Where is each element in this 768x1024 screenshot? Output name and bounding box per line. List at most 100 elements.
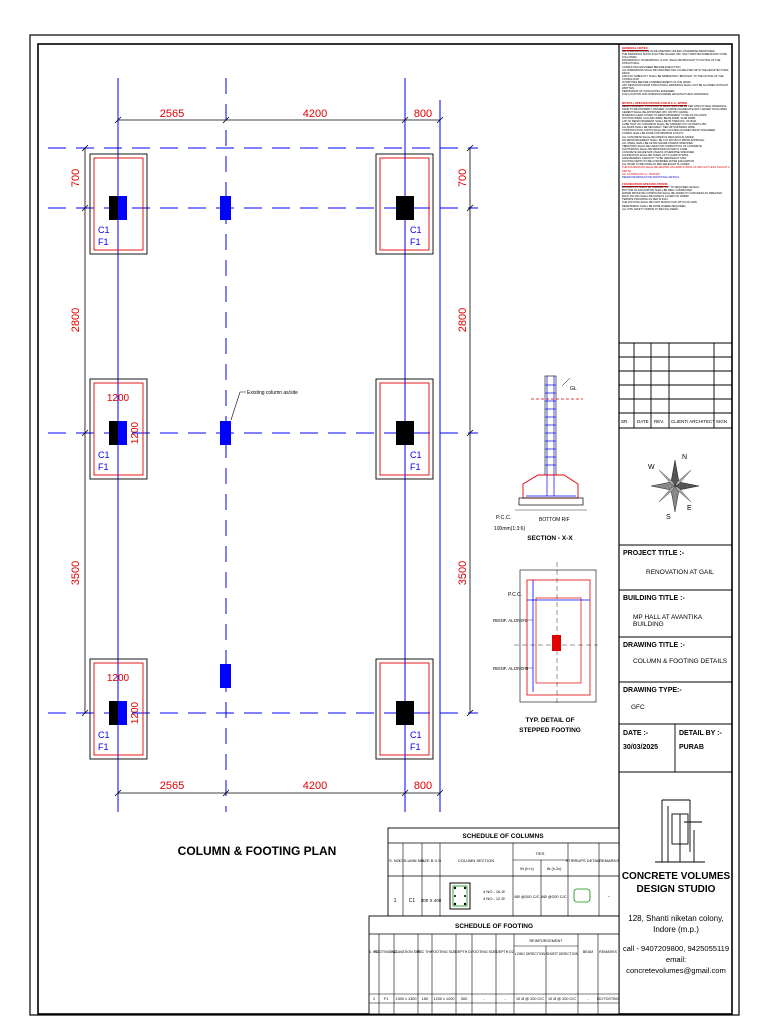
- footing-right-row1: C1 F1: [375, 153, 434, 255]
- general-note-line: FOR LOCATION AND OPENINGS REFER ARCHITEC…: [622, 93, 710, 97]
- col-hdr-sno: S. NO.: [389, 858, 401, 863]
- drawing-type-value: GFC: [631, 704, 645, 711]
- col-bars-1: 4 NO.- 16 Ø: [483, 889, 505, 894]
- dim-top-3: 800: [414, 108, 432, 120]
- dim-bottom-1: 2565: [160, 780, 184, 792]
- foundation-note-line: THE FOOTING SHALL BE CAST MONOLITHIC WIT…: [622, 201, 698, 205]
- footing-left-row3: 1200 1200 C1 F1: [89, 658, 148, 760]
- firm-address-line-2: Indore (m.p.): [653, 925, 699, 934]
- ft-hdr-2: EXCAVATION SIZE: [390, 950, 422, 954]
- general-notes: GENERAL NOTES ALL DIMENSIONS ARE IN MILL…: [622, 47, 730, 211]
- firm-name: CONCRETE VOLUMES DESIGN STUDIO: [620, 870, 732, 896]
- stepped-title-2: STEPPED FOOTING: [519, 727, 581, 734]
- stepped-pcc-label: P.C.C.: [508, 592, 522, 598]
- general-note-line: ALL DIMENSIONS ARE IN MILLIMETERS UNLESS…: [622, 50, 716, 54]
- general-note-line: THE DRAWINGS SHOULD NOT BE SCALED OFF. O…: [622, 53, 728, 60]
- col-cell-sno: 1: [394, 898, 397, 904]
- col-hdr-remarks: REMARKS: [599, 858, 619, 863]
- schedule-of-columns: SCHEDULE OF COLUMNS S. NO. COLUMN NO. SI…: [387, 827, 620, 917]
- rcc-note-line: FOUNDATION SHALL BE TAKEN UP TO HARD STR…: [622, 154, 689, 158]
- dim-left-3: 3500: [70, 561, 82, 585]
- firm-name-line-1: CONCRETE VOLUMES: [621, 871, 731, 882]
- col-hdr-ties: TIES: [536, 851, 545, 856]
- column-section-sketch: [449, 882, 471, 910]
- col-tie-1: 8Ø @200 C/C: [514, 894, 539, 899]
- firm-email: email: concretevolumes@gmail.com: [626, 955, 726, 975]
- rcc-note-line: NO REINFORCEMENT SHALL BE CUT WITHOUT PR…: [622, 138, 706, 142]
- gl-label: GL: [570, 386, 577, 392]
- ft-hdr-6: FOOTING SIZE: [471, 950, 497, 954]
- existing-column-row3: [220, 664, 231, 688]
- col-hdr-section: COLUMN SECTION: [458, 858, 494, 863]
- dim-bottom-2: 4200: [303, 780, 327, 792]
- existing-column-note: Existing column as/site: [247, 390, 298, 396]
- drawing-type-cell: DRAWING TYPE:- GFC: [621, 682, 731, 724]
- footing-left-row1: C1 F1: [89, 153, 148, 255]
- column-label: C1: [98, 450, 110, 460]
- dim-bottom-3: 800: [414, 780, 432, 792]
- column-c1: [396, 701, 414, 725]
- top-dimension-chain: 2565 4200 800: [114, 108, 444, 124]
- section-pcc-thk: 100mm(1:3:6): [494, 526, 525, 532]
- col-remarks: -: [608, 894, 610, 900]
- ft-hdr-1: FOOTING NO.: [374, 950, 398, 954]
- rcc-note-blue: REFER DRAWINGS FOR ADDITIONAL DETAILS: [622, 175, 680, 179]
- ft-cell-6: -: [483, 996, 485, 1001]
- column-label: C1: [410, 730, 422, 740]
- ft-hdr-0: S. NO.: [369, 950, 380, 954]
- drawing-title-label: DRAWING TITLE :-: [623, 642, 685, 649]
- title-block-grid: [619, 342, 732, 773]
- column-label: C1: [98, 730, 110, 740]
- stepped-column: [552, 635, 561, 651]
- footing-left-row2: 1200 1200 C1 F1: [89, 378, 148, 480]
- col-tie-2: 8Ø @200 C/C: [541, 894, 566, 899]
- stepped-reinf-l: REINF. ALONG L: [493, 618, 528, 623]
- notes-heading-general: GENERAL NOTES: [622, 47, 648, 50]
- general-note-line: PERMISSION OF CONSULTING ENGINEER.: [622, 90, 676, 94]
- rcc-note-red-2: OF 1.5 M BELOW G.L. REPORT.: [622, 172, 661, 176]
- existing-column-row1: [220, 196, 231, 220]
- rcc-note-line: CEMENT SHALL BE APPROVED OPC OR PPC GRAD…: [622, 110, 689, 114]
- ft-cell-4: 1200 x 1200: [434, 997, 455, 1001]
- rev-hdr-sign: SIGN: [716, 419, 728, 424]
- general-note-line: ALL DIMENSIONS SHALL BE CHECKED AND CO-R…: [622, 68, 729, 75]
- footing-label: F1: [410, 742, 421, 752]
- ft-cell-7: -: [504, 996, 506, 1001]
- ft-hdr-3: PCC THK.: [417, 950, 434, 954]
- project-title-label: PROJECT TITLE :-: [623, 550, 685, 557]
- foundation-note-line: WATER PROOFING COMPOUND SHALL BE ADDED T…: [622, 192, 723, 196]
- compass-e: E: [687, 505, 692, 512]
- footing-right-row2: C1 F1: [375, 378, 434, 480]
- date-label: DATE :-: [623, 730, 649, 737]
- footing-size-label: 1200: [107, 673, 130, 684]
- existing-column-callout: Existing column as/site: [230, 390, 298, 421]
- footing-size-label-v: 1200: [130, 701, 141, 724]
- building-title-cell: BUILDING TITLE :- MP HALL AT AVANTIKA BU…: [621, 590, 731, 637]
- column-c1: [396, 196, 414, 220]
- foundation-note-line: ALL SITE SAFETY NORMS TO BE FOLLOWED.: [622, 207, 679, 211]
- rcc-note-line: SHUTTERING SHALL BE REMOVED AS PER IS CO…: [622, 147, 688, 151]
- ft-hdr-reinf-long: LONG DIRECTION: [515, 952, 546, 956]
- col-hdr-ties-a: IN (h+c): [520, 867, 534, 871]
- col-cell-colno: C1: [409, 898, 416, 904]
- rcc-note-line: CONCRETE GRADE M25 UNLESS OTHERWISE SPEC…: [622, 151, 695, 154]
- columns-schedule-title: SCHEDULE OF COLUMNS: [462, 833, 544, 840]
- dim-right-3: 3500: [457, 561, 469, 585]
- rcc-note-line: CURING SHALL BE DONE FOR MINIMUM 14 DAYS…: [622, 132, 684, 136]
- left-dimension-chain: 700 2800 3500: [70, 144, 89, 717]
- footing-label: F1: [98, 742, 109, 752]
- compass-s: S: [666, 514, 671, 521]
- bottom-dimension-chain: 2565 4200 800: [114, 780, 444, 797]
- rcc-note-line: ALL STEEL SHALL BE FE 500 GRADE UNLESS S…: [622, 141, 694, 145]
- schedule-of-footing: SCHEDULE OF FOOTING S. NO. FOOTING NO. E…: [368, 915, 619, 1015]
- stepped-title-1: TYP. DETAIL OF: [525, 717, 574, 724]
- building-title-value: MP HALL AT AVANTIKA BUILDING: [633, 614, 702, 628]
- ft-cell-5: 300: [461, 996, 468, 1001]
- firm-address: 128, Shanti niketan colony, Indore (m.p.…: [620, 913, 732, 935]
- stepped-footing-detail: P.C.C. REINF. ALONG L REINF. ALONG B TYP…: [493, 562, 598, 734]
- compass-w: W: [648, 464, 655, 471]
- foundation-note-line: BOTTOM OF EXCAVATION SHALL BE WELL COMPA…: [622, 189, 693, 193]
- section-xx: GL P.C.C. 100mm(1:3:6) BOTTOM RIF SECTIO…: [494, 375, 587, 542]
- notes-heading-rcc: NOTES / SPECIFICATIONS FOR R.C.C. WORK: [622, 100, 688, 105]
